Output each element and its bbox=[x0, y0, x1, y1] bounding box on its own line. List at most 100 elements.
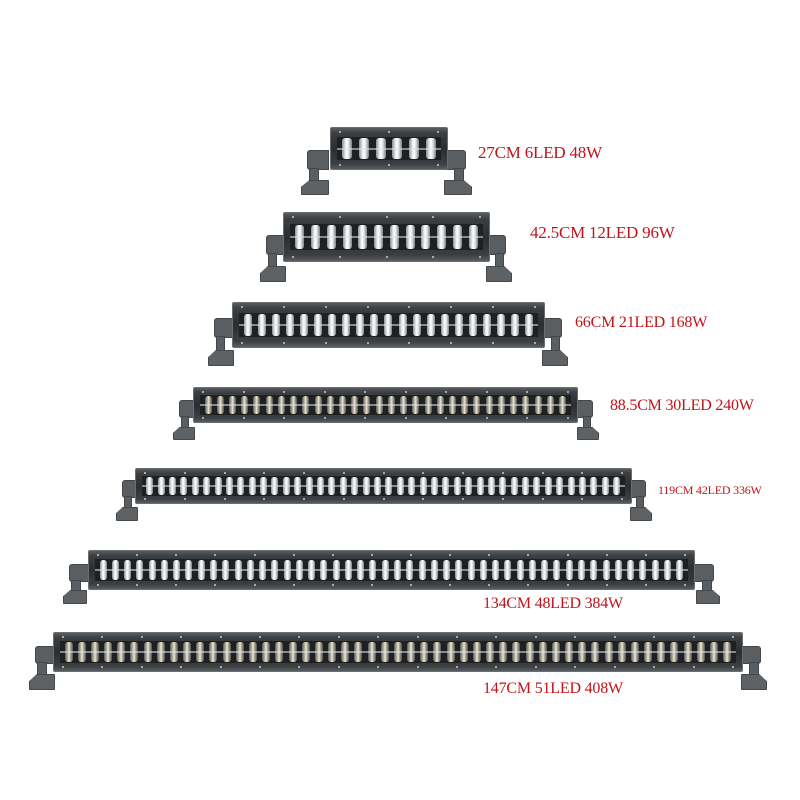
screw-row-top bbox=[62, 636, 734, 638]
screw-icon bbox=[422, 498, 425, 500]
mount-foot-left bbox=[208, 350, 234, 366]
screw-icon bbox=[408, 342, 411, 344]
screw-icon bbox=[437, 131, 439, 133]
screw-icon bbox=[462, 498, 464, 500]
screw-icon bbox=[253, 554, 256, 556]
screw-icon bbox=[144, 498, 146, 500]
screw-icon bbox=[450, 342, 453, 344]
screw-icon bbox=[533, 306, 536, 308]
screw-icon bbox=[259, 666, 262, 668]
screw-icon bbox=[183, 498, 186, 500]
mount-foot-left bbox=[173, 427, 195, 440]
screw-icon bbox=[382, 472, 385, 474]
mount-foot-left bbox=[116, 507, 138, 521]
screw-icon bbox=[303, 472, 305, 474]
lens-reflection bbox=[60, 651, 736, 654]
screw-icon bbox=[283, 391, 286, 393]
light-bar-housing bbox=[53, 632, 743, 672]
light-bar-housing bbox=[193, 387, 578, 423]
screw-icon bbox=[219, 666, 222, 668]
screw-icon bbox=[337, 636, 340, 638]
screw-row-top bbox=[144, 472, 623, 474]
screw-row-bottom bbox=[202, 417, 569, 419]
screw-icon bbox=[144, 472, 146, 474]
screw-icon bbox=[404, 391, 407, 393]
mount-post-right bbox=[551, 336, 560, 352]
size-label: 88.5CM 30LED 240W bbox=[610, 397, 754, 414]
screw-icon bbox=[527, 584, 530, 586]
screw-icon bbox=[456, 636, 459, 638]
screw-icon bbox=[541, 472, 544, 474]
screw-icon bbox=[223, 498, 226, 500]
screw-icon bbox=[388, 164, 390, 166]
screw-icon bbox=[485, 391, 488, 393]
screw-icon bbox=[613, 666, 616, 668]
mount-foot-right bbox=[486, 266, 512, 282]
screw-icon bbox=[408, 306, 411, 308]
lens-reflection bbox=[337, 147, 441, 150]
screw-icon bbox=[388, 131, 390, 133]
screw-icon bbox=[364, 417, 367, 419]
screw-icon bbox=[241, 342, 243, 344]
screw-icon bbox=[175, 584, 178, 586]
screw-icon bbox=[385, 216, 388, 218]
lens-reflection bbox=[239, 324, 538, 327]
screw-icon bbox=[282, 306, 285, 308]
screw-icon bbox=[621, 498, 623, 500]
size-label: 27CM 6LED 48W bbox=[478, 143, 602, 162]
screw-icon bbox=[692, 666, 695, 668]
screw-icon bbox=[282, 342, 285, 344]
screw-row-bottom bbox=[62, 666, 734, 668]
screw-row-bottom bbox=[97, 584, 686, 586]
mount-foot-right bbox=[577, 427, 599, 440]
screw-icon bbox=[437, 164, 439, 166]
screw-icon bbox=[488, 584, 491, 586]
mount-post-left bbox=[216, 336, 225, 352]
screw-icon bbox=[613, 636, 616, 638]
screw-icon bbox=[382, 498, 385, 500]
screw-icon bbox=[241, 306, 243, 308]
screw-icon bbox=[366, 342, 369, 344]
screw-icon bbox=[342, 498, 345, 500]
screw-icon bbox=[449, 584, 452, 586]
screw-row-bottom bbox=[241, 342, 536, 344]
screw-icon bbox=[183, 472, 186, 474]
mount-post-left bbox=[37, 662, 47, 676]
screw-icon bbox=[731, 636, 734, 638]
lens-reflection bbox=[95, 569, 688, 572]
screw-row-top bbox=[292, 216, 481, 218]
screw-icon bbox=[331, 554, 334, 556]
screw-icon bbox=[541, 498, 544, 500]
screw-icon bbox=[339, 131, 341, 133]
mount-foot-right bbox=[630, 507, 652, 521]
screw-icon bbox=[644, 554, 647, 556]
light-bar-housing bbox=[330, 127, 448, 170]
screw-icon bbox=[416, 636, 419, 638]
screw-icon bbox=[501, 498, 504, 500]
screw-icon bbox=[574, 666, 577, 668]
screw-icon bbox=[370, 584, 373, 586]
mount-bracket-left bbox=[307, 150, 329, 170]
screw-icon bbox=[298, 636, 301, 638]
screw-icon bbox=[566, 584, 569, 586]
mount-post-right bbox=[454, 168, 464, 182]
screw-icon bbox=[385, 256, 388, 258]
screw-icon bbox=[605, 584, 608, 586]
screw-icon bbox=[621, 472, 623, 474]
screw-icon bbox=[338, 256, 341, 258]
screw-icon bbox=[534, 636, 537, 638]
screw-icon bbox=[653, 666, 656, 668]
screw-icon bbox=[263, 498, 266, 500]
size-label: 119CM 42LED 336W bbox=[658, 483, 762, 497]
screw-icon bbox=[581, 498, 584, 500]
screw-icon bbox=[485, 417, 488, 419]
screw-icon bbox=[62, 636, 64, 638]
screw-icon bbox=[501, 472, 504, 474]
mount-foot-right bbox=[542, 350, 568, 366]
screw-icon bbox=[533, 342, 536, 344]
screw-icon bbox=[526, 391, 529, 393]
screw-icon bbox=[180, 666, 183, 668]
screw-icon bbox=[298, 666, 301, 668]
screw-icon bbox=[495, 666, 498, 668]
screw-icon bbox=[479, 216, 481, 218]
